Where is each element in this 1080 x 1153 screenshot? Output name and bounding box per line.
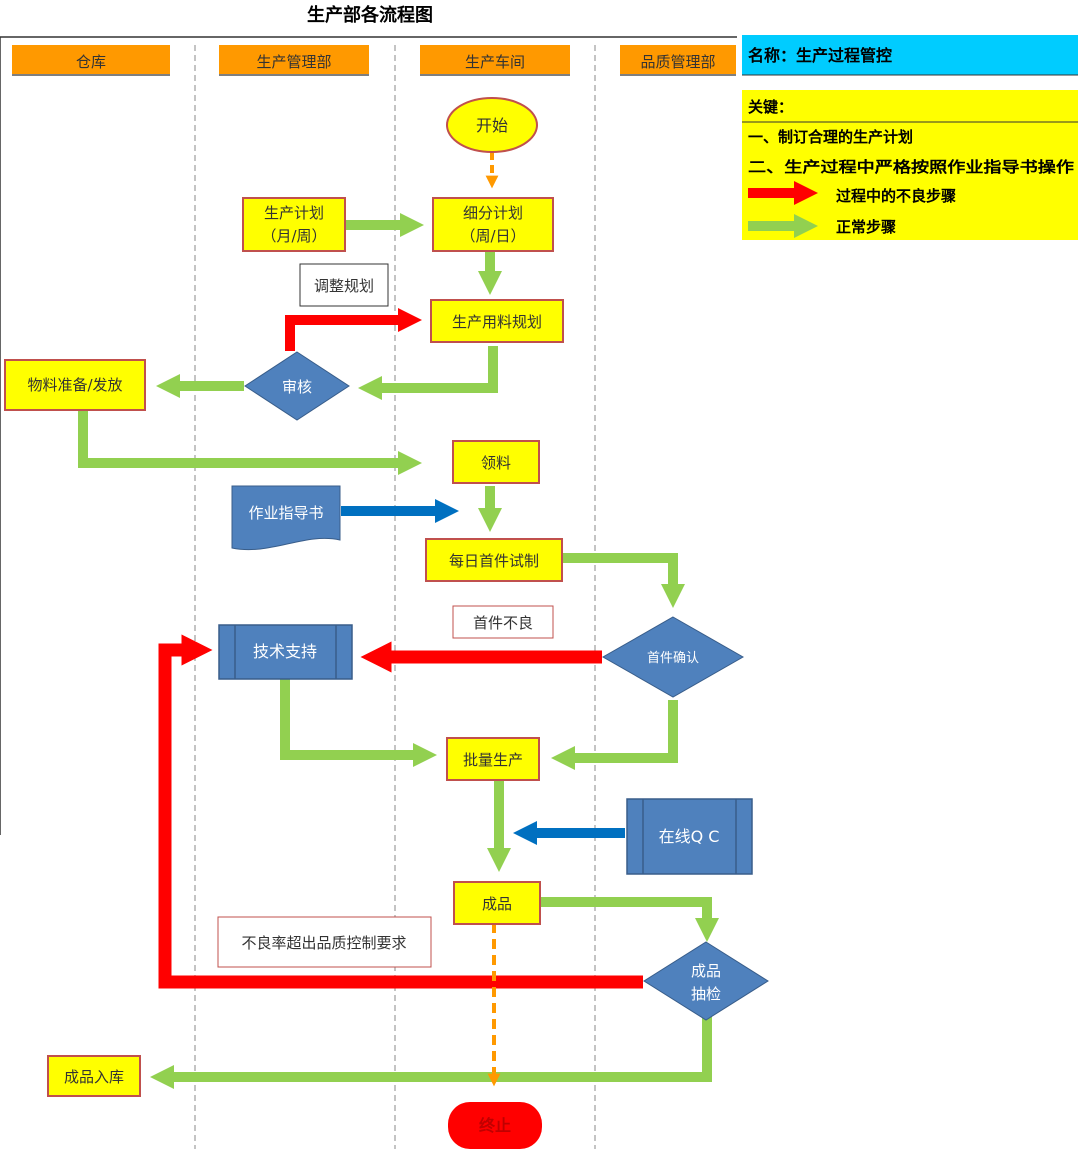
svg-text:（月/周）: （月/周）: [261, 227, 326, 245]
svg-text:不良率超出品质控制要求: 不良率超出品质控制要求: [241, 934, 406, 952]
svg-text:成品: 成品: [482, 895, 512, 913]
svg-text:生产计划: 生产计划: [264, 204, 324, 222]
work-instruction-document: 作业指导书: [231, 485, 341, 551]
warehouse-in-box: 成品入库: [47, 1055, 141, 1097]
arrow-inspect-to-techsupport: [158, 634, 643, 989]
reject-rate-note: 不良率超出品质控制要求: [217, 916, 432, 968]
production-plan-box: 生产计划 （月/周）: [242, 197, 346, 252]
product-inspection-diamond: 成品 抽检: [643, 941, 769, 1021]
daily-first-trial-box: 每日首件试制: [425, 538, 563, 582]
subdivided-plan-box: 细分计划 （周/日）: [432, 197, 554, 252]
svg-text:（周/日）: （周/日）: [460, 227, 525, 245]
svg-text:仓库: 仓库: [76, 53, 106, 71]
tech-support-process: 技术支持: [218, 624, 353, 680]
lane-header-workshop: 生产车间: [420, 45, 570, 76]
svg-text:在线Q C: 在线Q C: [659, 827, 720, 846]
page-title: 生产部各流程图: [307, 4, 433, 26]
legend-bad-step: 过程中的不良步骤: [836, 187, 956, 205]
arrow-inspect-to-warehousein: [149, 1016, 712, 1090]
first-piece-bad-note: 首件不良: [452, 605, 554, 639]
svg-text:调整规划: 调整规划: [314, 277, 374, 295]
arrow-confirm-to-mass: [550, 700, 678, 771]
svg-text:终止: 终止: [479, 1116, 511, 1135]
svg-text:成品入库: 成品入库: [64, 1068, 124, 1086]
online-qc-process: 在线Q C: [626, 798, 753, 875]
svg-text:首件不良: 首件不良: [473, 614, 533, 632]
finished-product-box: 成品: [453, 881, 541, 925]
adjust-plan-note: 调整规划: [299, 263, 389, 307]
arrow-materialprep-to-pick: [78, 410, 423, 476]
key-item-2: 二、生产过程中严格按照作业指导书操作: [748, 158, 1074, 176]
svg-text:物料准备/发放: 物料准备/发放: [27, 376, 122, 394]
svg-text:首件确认: 首件确认: [647, 651, 699, 666]
legend-normal-step: 正常步骤: [836, 218, 896, 236]
lane-header-quality: 品质管理部: [620, 45, 736, 76]
svg-text:领料: 领料: [481, 454, 511, 472]
svg-text:批量生产: 批量生产: [463, 751, 523, 769]
connectors: [78, 152, 720, 1090]
lane-header-production-mgmt: 生产管理部: [219, 45, 369, 76]
key-label: 关键：: [748, 98, 793, 116]
svg-text:每日首件试制: 每日首件试制: [449, 552, 539, 570]
svg-text:抽检: 抽检: [691, 985, 721, 1003]
first-piece-confirm-diamond: 首件确认: [601, 616, 745, 698]
svg-text:技术支持: 技术支持: [253, 642, 317, 661]
svg-text:生产管理部: 生产管理部: [256, 53, 331, 71]
arrow-firsttrial-to-confirm: [563, 553, 686, 609]
svg-text:审核: 审核: [282, 378, 312, 396]
arrow-review-to-materialplan-adjust: [285, 307, 423, 351]
mass-production-box: 批量生产: [446, 737, 540, 781]
svg-text:成品: 成品: [691, 962, 721, 980]
svg-text:开始: 开始: [476, 116, 508, 135]
svg-text:品质管理部: 品质管理部: [640, 53, 715, 71]
pick-material-box: 领料: [452, 440, 540, 484]
review-diamond: 审核: [244, 351, 350, 421]
svg-text:细分计划: 细分计划: [463, 204, 523, 222]
arrow-materialplan-to-review: [357, 346, 498, 401]
lane-header-warehouse: 仓库: [12, 45, 170, 76]
svg-text:生产用料规划: 生产用料规划: [452, 313, 542, 331]
arrow-product-to-inspect: [540, 897, 720, 943]
info-panel: 名称：生产过程管控 关键： 一、制订合理的生产计划 二、生产过程中严格按照作业指…: [742, 35, 1078, 240]
process-name: 名称：生产过程管控: [748, 46, 892, 65]
end-node: 终止: [448, 1102, 542, 1149]
svg-text:生产车间: 生产车间: [465, 53, 525, 71]
key-item-1: 一、制订合理的生产计划: [748, 128, 913, 146]
arrow-techsupport-to-mass: [280, 679, 438, 768]
material-prep-box: 物料准备/发放: [4, 359, 146, 411]
start-node: 开始: [446, 97, 538, 153]
material-plan-box: 生产用料规划: [430, 299, 564, 343]
svg-text:作业指导书: 作业指导书: [248, 504, 323, 522]
